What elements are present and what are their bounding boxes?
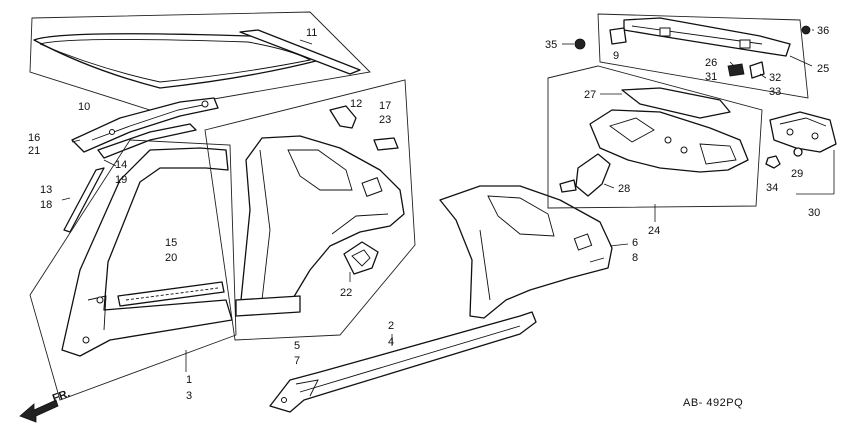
- callout-28: 28: [618, 183, 630, 195]
- nut-29[interactable]: [793, 147, 803, 157]
- callout-30: 30: [808, 207, 820, 219]
- rear-corner-bracket[interactable]: [769, 111, 837, 153]
- callout-10: 10: [78, 101, 90, 113]
- callout-3: 3: [186, 390, 192, 402]
- inner-panel-group: [439, 185, 629, 319]
- front-direction-arrow: FR.: [19, 387, 72, 423]
- callout-31: 31: [705, 71, 717, 83]
- callout-6: 6: [632, 237, 638, 249]
- rear-panel-group: [547, 65, 763, 222]
- nut-34[interactable]: [765, 155, 781, 169]
- rear-panel-sill[interactable]: [235, 295, 301, 317]
- front-outer-panel-group: [29, 139, 237, 401]
- callout-35: 35: [545, 39, 557, 51]
- grommet-35[interactable]: [574, 38, 586, 50]
- rear-outer-panel-box: [204, 79, 416, 341]
- callout-2: 2: [388, 320, 394, 332]
- rear-inner-panel[interactable]: [439, 185, 613, 319]
- diagram-code: AB- 492PQ: [683, 397, 743, 409]
- callout-25: 25: [817, 63, 829, 75]
- rear-quarter-window-opening: [287, 149, 353, 191]
- callout-24: 24: [648, 225, 660, 237]
- leader-25: [789, 55, 813, 67]
- upper-bracket-group: [597, 13, 813, 99]
- roof-group: [29, 11, 371, 111]
- roof-panel-edge: [39, 38, 312, 83]
- fuel-filler-door[interactable]: [343, 241, 379, 275]
- rear-panel-bracket-28[interactable]: [575, 153, 611, 197]
- fuel-door-opening: [361, 177, 383, 197]
- leader-6: [609, 243, 629, 247]
- callout-9: 9: [613, 50, 619, 62]
- side-sill-panel[interactable]: [269, 311, 537, 413]
- front-outer-panel[interactable]: [61, 147, 233, 357]
- callout-17: 17: [379, 100, 391, 112]
- callout-14: 14: [115, 159, 127, 171]
- callout-8: 8: [632, 252, 638, 264]
- bolt-36[interactable]: [801, 25, 811, 35]
- small-bracket-9[interactable]: [609, 27, 627, 45]
- direction-label: FR.: [51, 387, 72, 404]
- front-pillar-upper[interactable]: [71, 97, 219, 153]
- upper-bracket-box: [597, 13, 809, 99]
- quarter-bracket-12[interactable]: [329, 105, 357, 129]
- callout-34: 34: [766, 182, 778, 194]
- leader-11: [299, 39, 313, 45]
- callout-leaders: [61, 29, 814, 201]
- corner-bracket-group: [574, 38, 837, 195]
- callout-16: 16: [28, 132, 40, 144]
- windshield-pillar-trim[interactable]: [63, 167, 105, 233]
- rear-panel-upper-member[interactable]: [621, 87, 731, 119]
- callout-7: 7: [294, 355, 300, 367]
- callout-23: 23: [379, 114, 391, 126]
- callout-26: 26: [705, 57, 717, 69]
- callout-33: 33: [769, 86, 781, 98]
- rear-outer-panel[interactable]: [239, 135, 405, 311]
- callout-labels: 1 3 2 4 5 7 6 8 9 10 11 12 13 18 14 19 1…: [28, 25, 829, 402]
- leader-16: [71, 139, 81, 143]
- callout-22: 22: [340, 287, 352, 299]
- callout-36: 36: [817, 25, 829, 37]
- callout-13: 13: [40, 184, 52, 196]
- front-outer-panel-box: [29, 139, 237, 401]
- rear-outer-panel-group: [204, 79, 416, 341]
- fr-arrow-icon: [19, 399, 59, 423]
- callout-4: 4: [388, 336, 394, 348]
- bracket-17-23[interactable]: [373, 137, 399, 151]
- rear-upper-crossmember[interactable]: [623, 17, 791, 57]
- callout-12: 12: [350, 98, 362, 110]
- rear-clip[interactable]: [559, 179, 577, 193]
- callout-1: 1: [186, 374, 192, 386]
- roof-molding[interactable]: [239, 29, 361, 75]
- callout-21: 21: [28, 145, 40, 157]
- callout-18: 18: [40, 199, 52, 211]
- side-sill-group: [269, 311, 537, 413]
- callout-29: 29: [791, 168, 803, 180]
- clip-26-31[interactable]: [727, 63, 745, 77]
- callout-20: 20: [165, 252, 177, 264]
- roof-group-box: [29, 11, 371, 111]
- callout-27: 27: [584, 89, 596, 101]
- rear-panel-box: [547, 65, 763, 209]
- callout-11: 11: [306, 27, 317, 39]
- callout-15: 15: [165, 237, 177, 249]
- callout-19: 19: [115, 174, 127, 186]
- callout-32: 32: [769, 72, 781, 84]
- callout-5: 5: [294, 340, 300, 352]
